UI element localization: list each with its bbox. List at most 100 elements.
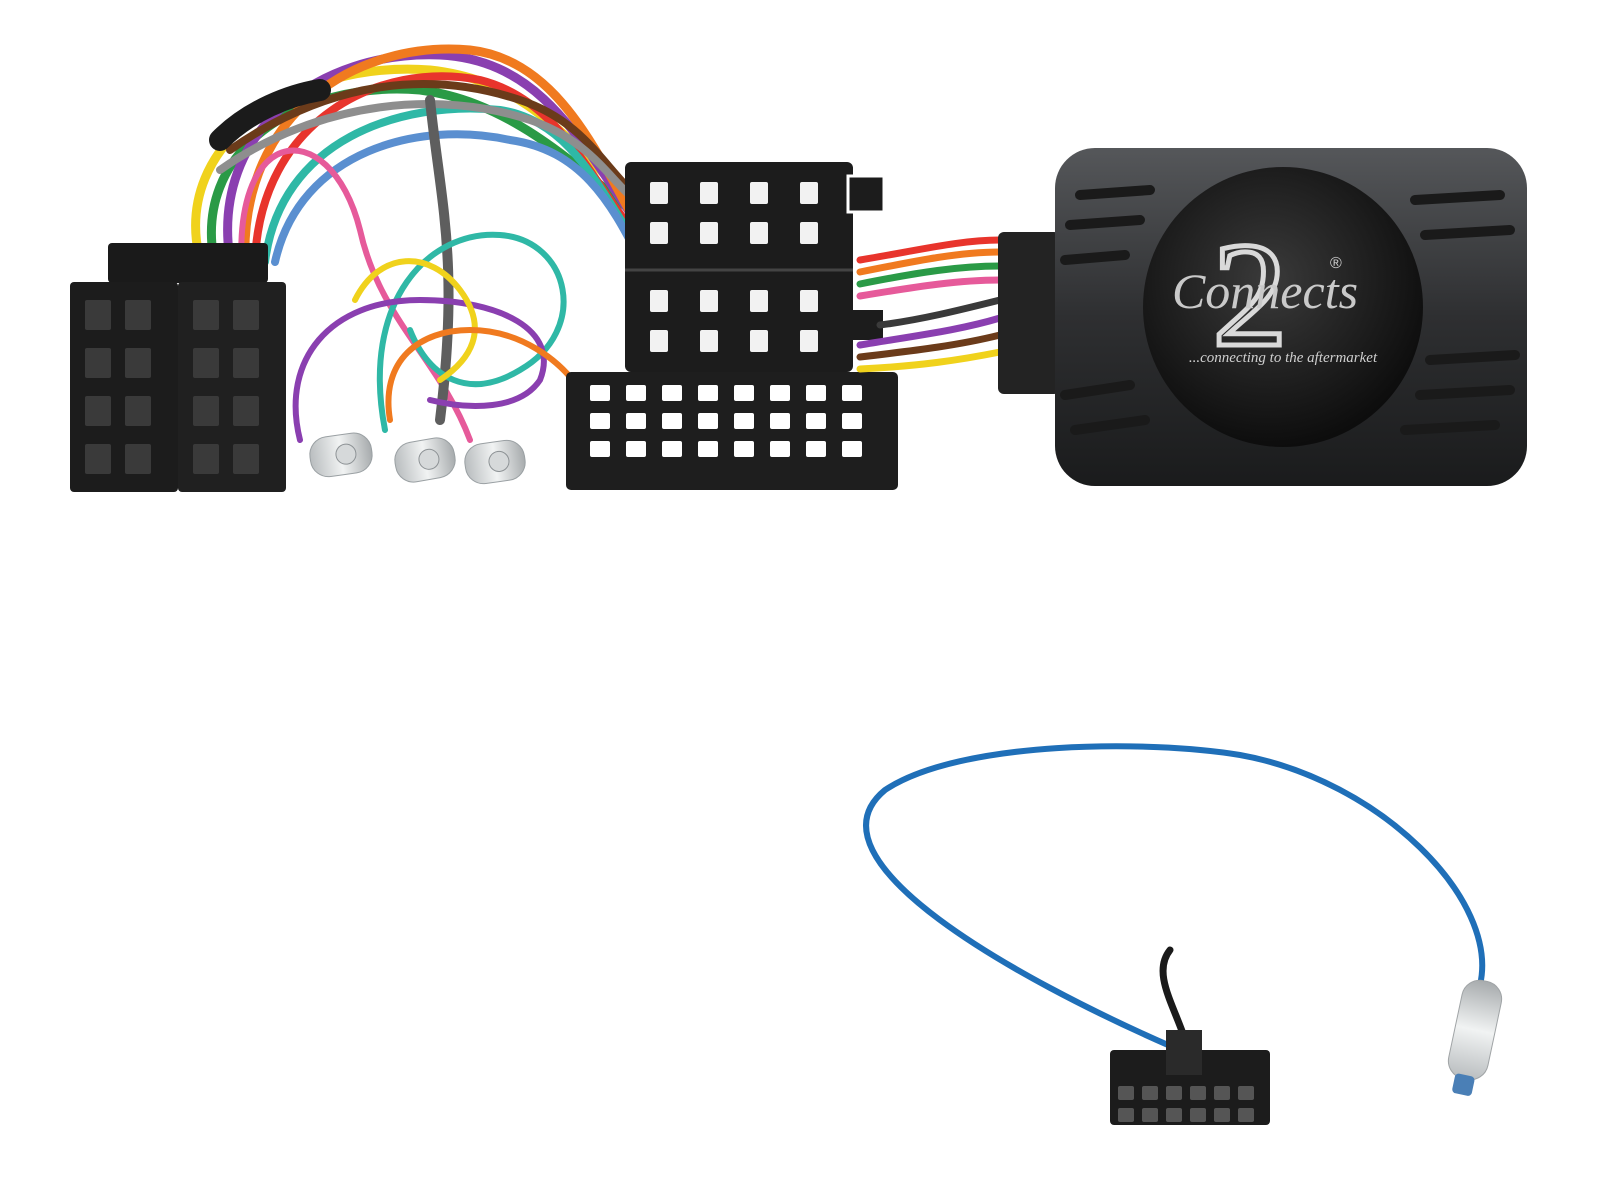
antenna-plug-3 bbox=[464, 439, 526, 485]
pin-cavity bbox=[626, 413, 646, 429]
pin-cavity bbox=[700, 222, 718, 244]
pin-cavity bbox=[1142, 1086, 1158, 1100]
pin-cavity bbox=[1214, 1108, 1230, 1122]
pin-cavity bbox=[770, 413, 790, 429]
pin-cavity bbox=[85, 396, 111, 426]
pin-cavity bbox=[650, 330, 668, 352]
pin-cavity bbox=[800, 182, 818, 204]
pin-cavity bbox=[125, 396, 151, 426]
pin-cavity bbox=[650, 182, 668, 204]
pin-cavity bbox=[770, 441, 790, 457]
pin-cavity bbox=[650, 290, 668, 312]
pin-cavity bbox=[85, 444, 111, 474]
pin-cavity bbox=[125, 300, 151, 330]
pin-cavity bbox=[650, 222, 668, 244]
pin-cavity bbox=[125, 444, 151, 474]
pin-cavity bbox=[193, 300, 219, 330]
wire-loop-purple bbox=[292, 296, 547, 443]
antenna-plug-1 bbox=[309, 432, 373, 478]
pin-cavity bbox=[842, 413, 862, 429]
pin-cavity bbox=[842, 441, 862, 457]
wire-blue bbox=[271, 130, 644, 266]
iso-pin-grid bbox=[85, 300, 259, 474]
pin-cavity bbox=[590, 385, 610, 401]
quadlock-upper-pins bbox=[650, 182, 818, 352]
pin-cavity bbox=[1166, 1108, 1182, 1122]
pin-cavity bbox=[1238, 1086, 1254, 1100]
pin-cavity bbox=[590, 413, 610, 429]
iso-connector-pair bbox=[70, 243, 286, 492]
quadlock-upper-block bbox=[625, 162, 853, 372]
wire-green bbox=[206, 84, 635, 270]
pin-cavity bbox=[800, 290, 818, 312]
pin-cavity bbox=[193, 396, 219, 426]
pin-cavity bbox=[662, 413, 682, 429]
logo-registered-mark: ® bbox=[1330, 255, 1342, 272]
interface-module: 2 Connects ® ...connecting to the afterm… bbox=[998, 148, 1527, 486]
pin-cavity bbox=[233, 396, 259, 426]
pin-cavity bbox=[125, 348, 151, 378]
pin-cavity bbox=[626, 441, 646, 457]
patch-lead bbox=[863, 743, 1503, 1096]
pin-cavity bbox=[1118, 1086, 1134, 1100]
pin-cavity bbox=[734, 385, 754, 401]
pin-cavity bbox=[770, 385, 790, 401]
quadlock-lower-pins bbox=[590, 385, 862, 457]
module-strain-relief bbox=[998, 232, 1060, 394]
pin-cavity bbox=[750, 222, 768, 244]
module-grip-ribs bbox=[1060, 185, 1520, 435]
wire-brown bbox=[226, 80, 634, 194]
pin-cavity bbox=[800, 330, 818, 352]
patch-cable-blue bbox=[863, 743, 1485, 1048]
pin-cavity bbox=[1142, 1108, 1158, 1122]
module-logo-disc bbox=[1143, 167, 1423, 447]
wire-loop-yellow bbox=[352, 258, 478, 383]
pin-cavity bbox=[85, 348, 111, 378]
pin-cavity bbox=[233, 444, 259, 474]
quadlock-latch bbox=[846, 174, 886, 214]
pin-cavity bbox=[700, 182, 718, 204]
pin-cavity bbox=[806, 441, 826, 457]
pin-cavity bbox=[700, 330, 718, 352]
pin-cavity bbox=[193, 444, 219, 474]
quadlock-connector bbox=[566, 162, 898, 490]
pin-cavity bbox=[700, 290, 718, 312]
pin-cavity bbox=[750, 290, 768, 312]
wire-loom bbox=[191, 44, 645, 443]
module-lead-wires bbox=[856, 236, 1004, 373]
wire-orange-low bbox=[385, 326, 583, 423]
pin-cavity bbox=[698, 385, 718, 401]
iso-clip bbox=[108, 243, 268, 283]
pin-cavity bbox=[233, 300, 259, 330]
antenna-male-plug bbox=[1447, 979, 1503, 1096]
pin-cavity bbox=[842, 385, 862, 401]
pin-cavity bbox=[1238, 1108, 1254, 1122]
pin-cavity bbox=[1190, 1086, 1206, 1100]
pin-cavity bbox=[698, 413, 718, 429]
pin-cavity bbox=[800, 222, 818, 244]
iso-connector-right bbox=[178, 282, 286, 492]
wire-loop-teal bbox=[376, 231, 567, 433]
pin-cavity bbox=[1190, 1108, 1206, 1122]
pin-cavity bbox=[734, 413, 754, 429]
pin-cavity bbox=[750, 330, 768, 352]
pin-cavity bbox=[698, 441, 718, 457]
pin-cavity bbox=[662, 441, 682, 457]
pin-cavity bbox=[193, 348, 219, 378]
pin-cavity bbox=[626, 385, 646, 401]
wire-grey-down bbox=[425, 95, 454, 425]
pin-cavity bbox=[85, 300, 111, 330]
sleeve-black bbox=[209, 79, 331, 151]
quadlock-lower-block bbox=[566, 372, 898, 490]
pin-cavity bbox=[233, 348, 259, 378]
molex-connector bbox=[1110, 1030, 1270, 1125]
pin-cavity bbox=[806, 385, 826, 401]
molex-pin-grid bbox=[1118, 1086, 1254, 1122]
pin-cavity bbox=[1118, 1108, 1134, 1122]
iso-connector-left bbox=[70, 282, 178, 492]
logo-wordmark: Connects bbox=[1172, 263, 1358, 319]
logo-mark: 2 bbox=[1213, 212, 1288, 378]
antenna-plugs bbox=[309, 432, 526, 485]
wire-grey bbox=[216, 100, 639, 204]
